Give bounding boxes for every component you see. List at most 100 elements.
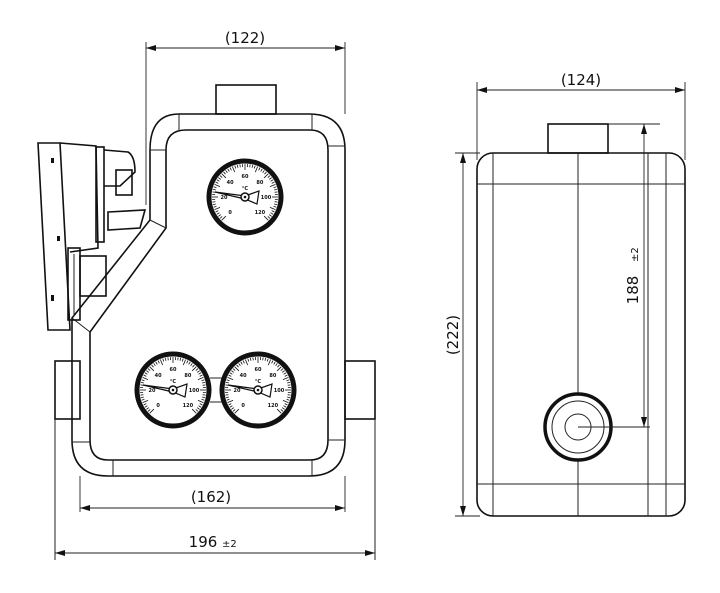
gauge-tick [213,205,217,208]
gauge-tick [267,216,271,219]
gauge-tick [143,374,147,377]
gauge-tick [225,381,229,384]
gauge-tick [247,358,250,362]
gauge-tick [151,364,154,368]
gauge-scale-label: 100 [274,388,285,394]
gauge-scale-label: 120 [268,403,279,409]
gauge-tick [226,398,230,401]
gauge-tick [197,407,200,410]
gauge-tick [231,370,234,373]
gauge-tick [144,405,148,408]
gauge-tick [147,409,151,412]
gauge-tick [253,165,256,169]
gauge-tick [282,399,289,403]
gauge-tick [214,184,221,188]
gauge-unit-label: °C [170,379,177,385]
gauge-scale-label: 60 [170,367,177,373]
gauge-tick [229,167,232,171]
gauge-tick [287,396,291,399]
gauge-tick [227,399,234,403]
gauge-needle [142,383,188,398]
gauge-scale-label: 80 [269,373,276,379]
gauge-scale-label: 0 [228,210,232,216]
gauge-tick [157,360,160,364]
dim-tolerance-pipe-axis-height: ±2 [630,247,641,262]
gauge-tick [287,381,291,384]
gauge-tick [198,372,202,375]
gauge-tick [251,164,254,168]
gauge-tick [231,407,234,410]
gauge-tick [274,203,278,206]
gauge-tick [276,366,282,372]
gauge-tick [225,170,228,173]
gauge-tick [227,168,230,172]
gauge-tick [142,377,149,381]
gauge-tick [144,372,148,375]
front-view: 020406080100120°C020406080100120°C020406… [37,29,376,560]
gauge-tick [164,357,167,361]
gauge-tick [219,175,223,178]
gauge-tick [221,215,227,221]
gauge-tick [214,206,221,210]
gauge-tick [199,403,203,406]
gauge-tick [263,215,269,221]
gauge-scale-label: 60 [242,174,249,180]
dim-tolerance-overall-width: ±2 [222,539,237,550]
gauge-tick [182,359,186,366]
gauge-scale-label: 0 [156,403,160,409]
housing-outer [71,113,346,477]
gauge-tick [218,177,221,180]
gauge-tick [191,408,197,414]
gauge-tick [263,173,269,179]
gauge-tick [271,210,275,213]
gauge-tick [140,396,144,399]
gauge-tick [216,179,220,182]
dimension-inner-width: (162) [79,476,346,512]
side-housing [476,152,686,517]
gauge-tick [181,358,184,362]
gauge-tick [236,364,239,368]
dim-label-side-height: (222) [444,315,462,355]
gauge-needle [214,190,260,205]
dim-label-pipe-axis-height: 188 [624,276,642,305]
gauge-tick [216,212,220,215]
dimension-side-width: (124) [476,71,686,160]
gauge-tick [219,216,223,219]
gauge-tick [201,398,205,401]
gauge-tick [149,408,155,414]
gauge-tick [282,377,289,381]
thermometer-gauges: 020406080100120°C020406080100120°C020406… [134,158,297,429]
dim-label-overall-width: 196 [189,533,218,551]
side-top-pipe-stub [547,123,609,154]
dim-label-inner-width: (162) [191,488,231,506]
gauge-tick [270,212,274,215]
gauge-tick [254,166,258,173]
gauge-tick [280,368,284,371]
gauge-hub-center [256,388,260,392]
gauge-tick [232,409,236,412]
gauge-tick [160,359,164,366]
dimension-overall-width: 196 ±2 [55,533,375,556]
dimension-top-width: (122) [145,29,346,205]
gauge-tick [232,368,236,371]
gauge-tick [283,405,287,408]
gauge-tick [226,379,230,382]
gauge-tick [234,165,237,169]
gauge-tick [267,359,271,366]
gauge-hub-center [171,388,175,392]
gauge-scale-label: 80 [184,373,191,379]
gauge-tick [153,363,156,366]
gauge-tick [245,359,249,366]
gauge-tick [212,188,216,191]
gauge-tick [140,381,144,384]
gauge-tick [141,379,145,382]
gauge-tick [273,186,277,189]
top-pipe-stub [215,84,277,115]
side-view: (124) (222) 188 ±2 [444,71,686,517]
gauge-tick [202,396,206,399]
gauge-tick [227,377,234,381]
gauge-tick [258,167,261,171]
